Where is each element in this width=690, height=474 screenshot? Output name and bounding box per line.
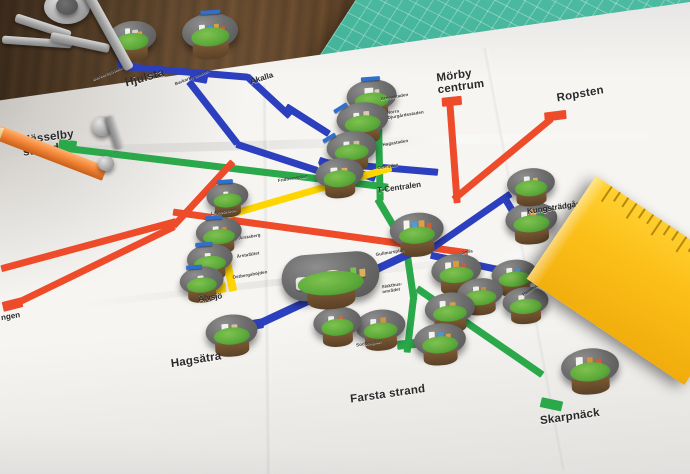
ruler-tick [646, 214, 654, 225]
red-line-terminus-morby [441, 95, 463, 107]
station-model-city-core[interactable] [280, 249, 381, 311]
red-line-terminus-fruangen [1, 297, 24, 312]
station-model[interactable] [506, 166, 556, 208]
red-line-segment [446, 103, 461, 204]
station-label-t-centralen: T-Centralen [376, 179, 422, 196]
terminal-label-akalla: Akalla [249, 70, 275, 86]
station-label-sofia: Sofia [461, 248, 474, 255]
terminal-label-hagsatra: Hagsätra [170, 350, 223, 371]
blue-line-segment [186, 79, 241, 146]
green-line-terminus-skarpnack [539, 397, 564, 412]
ruler-tick [621, 197, 629, 208]
terminal-label-fruangen: ngen [0, 310, 21, 323]
station-label-arstafaltet: Årstafältet [236, 250, 260, 259]
ruler-tick [613, 191, 621, 202]
station-label-hagastaden: Hagastaden [382, 138, 409, 148]
terminal-label-farsta-strand: Farsta strand [349, 382, 426, 406]
red-line-terminus-ropsten [544, 109, 567, 122]
red-line-segment [9, 223, 176, 310]
compass-leg [49, 31, 111, 54]
terminal-label-alvsjo: Älvsjö [197, 291, 223, 304]
station-model[interactable] [413, 321, 467, 367]
ruler-tick [671, 230, 679, 241]
ruler-tick [662, 225, 671, 236]
station-model[interactable] [560, 346, 620, 396]
terminal-label-skarpnack: Skarpnäck [539, 406, 601, 428]
station-model[interactable] [312, 305, 362, 348]
blue-line-segment [284, 103, 332, 137]
station-model[interactable] [205, 312, 259, 359]
station-label-arstaberg: Årstaberg [238, 232, 261, 241]
station-label-ostbergahojden: Östbergahöjden [232, 269, 268, 280]
ruler-tick [625, 202, 638, 219]
ruler-tick [675, 236, 687, 253]
station-label-slakthusomradet: Slakthus-området [381, 281, 403, 295]
compass-foot [98, 156, 114, 171]
terminal-label-ropsten: Ropsten [555, 84, 605, 105]
compass-hub-hole [56, 0, 78, 15]
compass-tool[interactable] [1, 0, 186, 184]
station-model[interactable] [181, 9, 239, 61]
ruler-tick [650, 219, 662, 236]
ruler-tick [637, 208, 646, 219]
